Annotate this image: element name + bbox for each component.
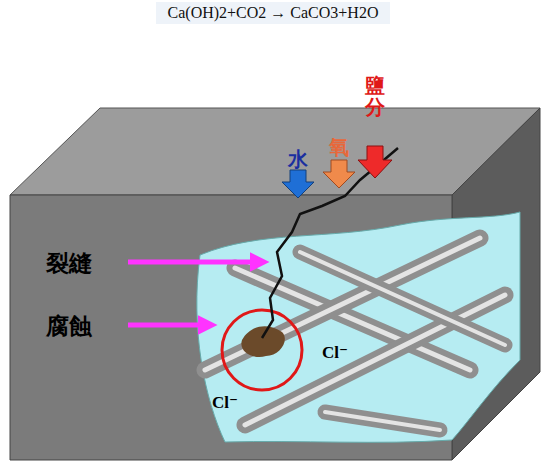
corrosion-circle: [222, 310, 302, 390]
water-arrow: [282, 170, 314, 198]
corrosion-spot: [241, 326, 284, 357]
cavity: [197, 212, 520, 442]
top-face: [10, 108, 540, 195]
crack-pointer: [128, 260, 262, 265]
salt-label: 鹽分: [365, 74, 385, 118]
corrosion-label: 腐蝕: [46, 311, 92, 342]
corrosion-pointer: [128, 323, 210, 328]
oxygen-arrow: [323, 160, 355, 188]
salt-arrow: [358, 146, 392, 178]
rebars: [205, 238, 505, 430]
oxygen-label: 氧: [329, 134, 349, 161]
chloride-label: Cl⁻: [322, 342, 348, 363]
crack-line: [262, 148, 398, 338]
reaction-formula: Ca(OH)2+CO2 → CaCO3+H2O: [156, 2, 391, 24]
chloride-label: Cl⁻: [212, 392, 238, 413]
crack-label: 裂縫: [46, 248, 92, 279]
water-label: 水: [288, 146, 308, 173]
